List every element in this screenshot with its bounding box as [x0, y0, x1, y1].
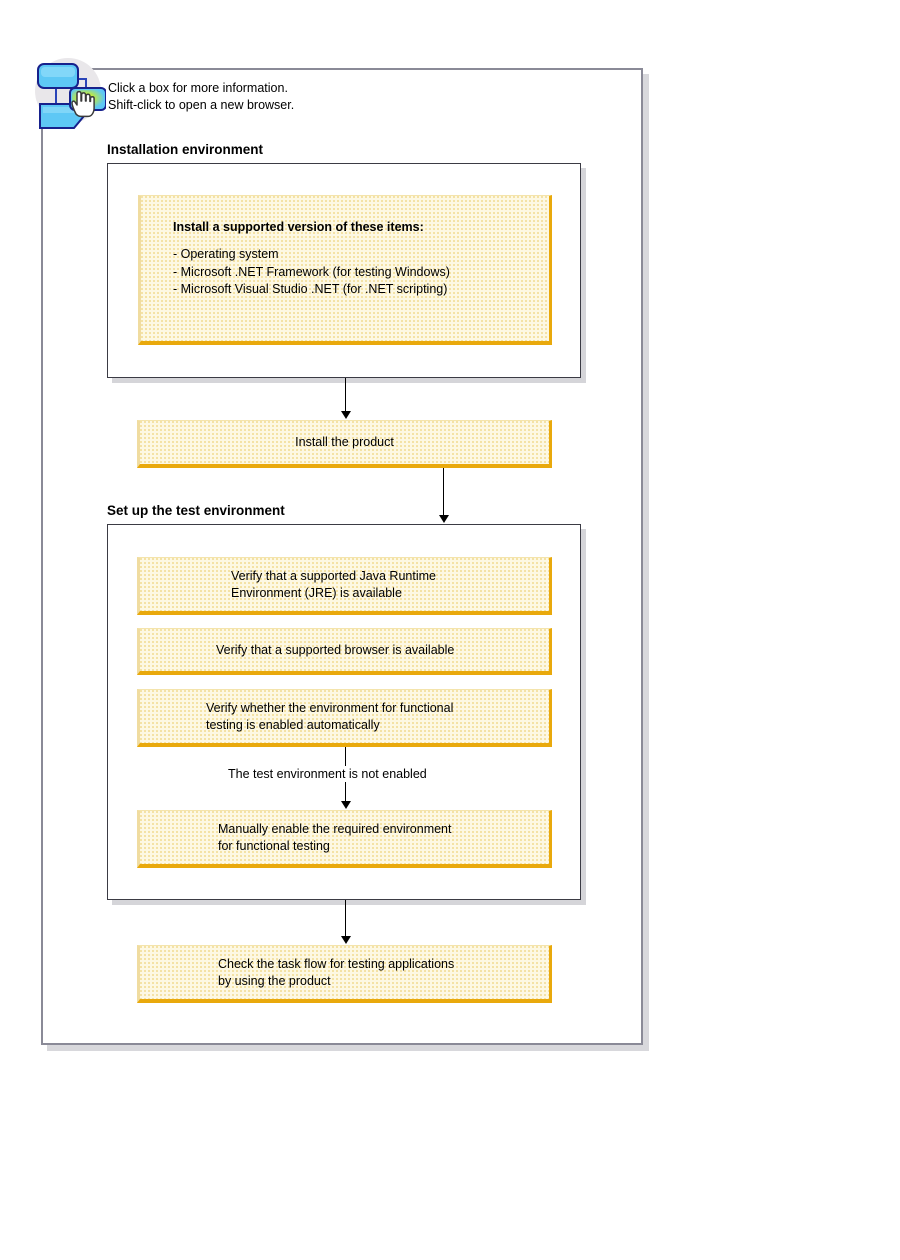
section-heading-installation: Installation environment [107, 142, 264, 157]
step-check-taskflow-text: Check the task flow for testing applicat… [218, 956, 455, 988]
step-manual-enable-text: Manually enable the required environment… [218, 821, 452, 853]
step-check-task-flow[interactable]: Check the task flow for testing applicat… [137, 945, 552, 1003]
step-verify-jre-text: Verify that a supported Java Runtime Env… [231, 568, 436, 600]
hint-line-1: Click a box for more information. [108, 81, 288, 95]
step-verify-browser-text: Verify that a supported browser is avail… [216, 642, 455, 657]
step-install-items-list: - Operating system - Microsoft .NET Fram… [173, 247, 450, 296]
step-manually-enable-environment[interactable]: Manually enable the required environment… [137, 810, 552, 868]
hint-text: Click a box for more information. Shift-… [108, 80, 528, 113]
section-heading-setup: Set up the test environment [107, 503, 285, 518]
hint-line-2: Shift-click to open a new browser. [108, 97, 295, 112]
step-verify-jre[interactable]: Verify that a supported Java Runtime Env… [137, 557, 552, 615]
step-install-product-text: Install the product [295, 435, 394, 449]
flowchart-click-hand-icon [30, 52, 107, 130]
step-verify-environment-auto-enabled[interactable]: Verify whether the environment for funct… [137, 689, 552, 747]
step-install-supported-items[interactable]: Install a supported version of these ite… [138, 195, 552, 345]
step-install-the-product[interactable]: Install the product [137, 420, 552, 468]
step-install-items-title: Install a supported version of these ite… [173, 220, 424, 234]
step-verify-auto-text: Verify whether the environment for funct… [206, 700, 454, 732]
connector-branch-label: The test environment is not enabled [224, 766, 431, 782]
step-verify-browser[interactable]: Verify that a supported browser is avail… [137, 628, 552, 675]
